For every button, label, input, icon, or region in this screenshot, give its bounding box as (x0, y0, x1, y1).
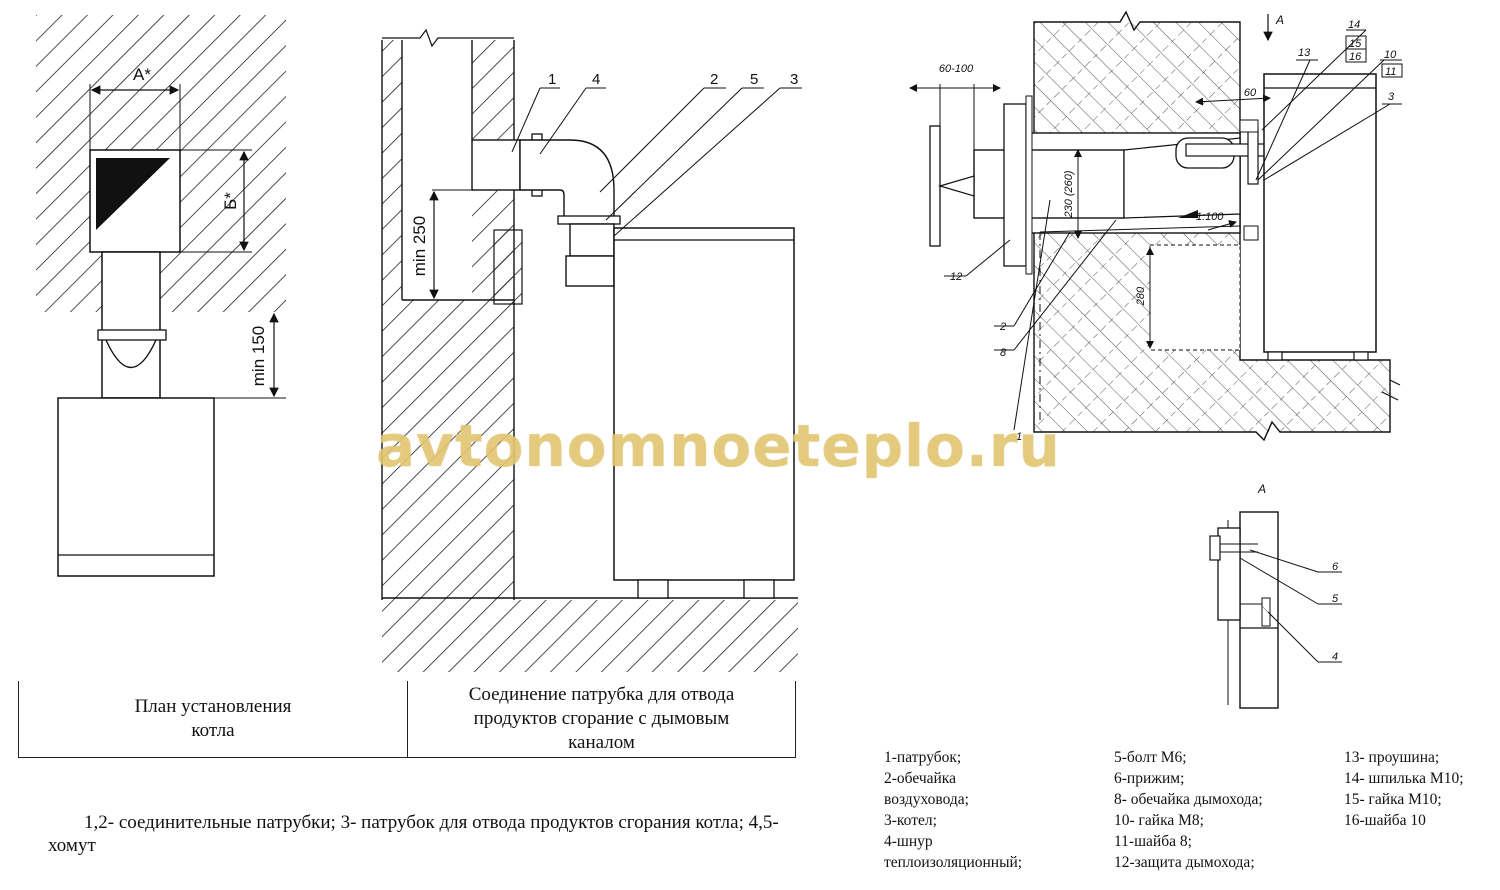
slope-label: 1:100 (1196, 211, 1224, 223)
callout-14: 14 (1348, 19, 1360, 31)
boiler-front (57, 397, 215, 577)
callout-11: 11 (1385, 66, 1396, 78)
callout-16: 16 (1349, 51, 1362, 63)
legend-item: 11-шайба 8; (1114, 833, 1192, 850)
figure-section: min 250 1 4 2 5 3 (381, 28, 802, 672)
caption-left-line: котла (191, 720, 235, 741)
legend-item: 12-защита дымохода; (1114, 854, 1255, 871)
caption-right-line: Соединение патрубка для отвода (468, 684, 735, 706)
watermark-text: avtonomnoeteplo.ru (376, 412, 1061, 480)
callout-15: 15 (1349, 38, 1362, 50)
callout-2: 2 (710, 71, 718, 88)
detail-a-title: A (1257, 482, 1266, 496)
callout-3b: 3 (1388, 91, 1395, 103)
legend-item: теплоизоляционный; (884, 854, 1023, 871)
caption-right: Соединение патрубка для отвода продуктов… (408, 681, 795, 757)
detail-clamp (1217, 527, 1241, 621)
dim-280: 280 (1135, 286, 1147, 306)
callout-1: 1 (548, 71, 556, 88)
legend-item: 10- гайка М8; (1114, 812, 1204, 829)
legend-item: 16-шайба 10 (1344, 812, 1426, 829)
caption-left-line: План установления (134, 696, 292, 718)
callout-2b: 2 (999, 321, 1006, 333)
dim-60: 60 (1244, 87, 1257, 99)
detail-bolt-head (1209, 535, 1221, 561)
legend-col-2: 5-болт М6; 6-прижим; 8- обечайка дымоход… (1114, 747, 1263, 873)
elbow-pipe (519, 139, 615, 221)
legend-item: 14- шпилька М10; (1344, 770, 1464, 787)
detail-boiler-wall (1239, 511, 1279, 709)
callout-8: 8 (1000, 347, 1007, 359)
callout-1b: 1 (1016, 431, 1022, 443)
legend-item: 2-обечайка (884, 770, 956, 787)
legend-item: 15- гайка М10; (1344, 791, 1442, 808)
caption-right-line: каналом (568, 731, 635, 753)
legend-item: 1-патрубок; (884, 749, 962, 766)
boiler-3 (1263, 73, 1377, 353)
detail-callout-6: 6 (1332, 561, 1339, 573)
legend-item: 3-котел; (884, 812, 937, 829)
caption-table: План установления котла Соединение патру… (18, 681, 796, 758)
dim-a-label: A* (133, 65, 151, 84)
dim-230: 230 (260) (1063, 170, 1075, 218)
callout-12: 12 (950, 271, 962, 283)
detail-callout-5: 5 (1332, 593, 1339, 605)
legend-item: воздуховода; (884, 791, 969, 808)
clamp (97, 329, 167, 341)
detail-callout-4: 4 (1332, 651, 1338, 663)
legend-item: 4-шнур (884, 833, 933, 850)
boiler-side (613, 227, 795, 581)
callout-10: 10 (1384, 49, 1397, 61)
dim-min250-label: min 250 (410, 216, 429, 276)
pipe-horizontal (471, 139, 521, 191)
view-a-marker: A (1275, 13, 1284, 27)
figure-plan: A* Б* min 150 (36, 15, 286, 577)
caption-right-line: продуктов сгорание с дымовым (473, 708, 730, 730)
callout-4: 4 (592, 71, 600, 88)
legend-item: 13- проушина; (1344, 749, 1440, 766)
callout-13: 13 (1298, 47, 1311, 59)
flue-opening-shade (96, 158, 170, 230)
callout-3: 3 (790, 71, 798, 88)
detail-a: A 6 5 4 (1209, 482, 1342, 709)
connecting-pipe (101, 251, 161, 399)
dim-60-100: 60-100 (939, 63, 974, 75)
floor-hatch (382, 600, 798, 672)
legend-item: 5-болт М6; (1114, 749, 1187, 766)
dim-min150-label: min 150 (249, 326, 268, 386)
figure-coaxial: A 60-100 60 230 (260) 280 1:100 14 15 16… (909, 10, 1403, 443)
legend-col-1: 1-патрубок; 2-обечайка воздуховода; 3-ко… (884, 747, 1022, 873)
detail-insulation-cord (1261, 597, 1271, 627)
clamp-5 (557, 215, 621, 225)
legend-col-3: 13- проушина; 14- шпилька М10; 15- гайка… (1344, 747, 1464, 831)
legend-item: 8- обечайка дымохода; (1114, 791, 1263, 808)
footnote: 1,2- соединительные патрубки; 3- патрубо… (48, 812, 779, 856)
caption-left: План установления котла (19, 681, 408, 757)
dim-b-label: Б* (221, 192, 240, 210)
callout-5: 5 (750, 71, 758, 88)
legend-item: 6-прижим; (1114, 770, 1185, 787)
